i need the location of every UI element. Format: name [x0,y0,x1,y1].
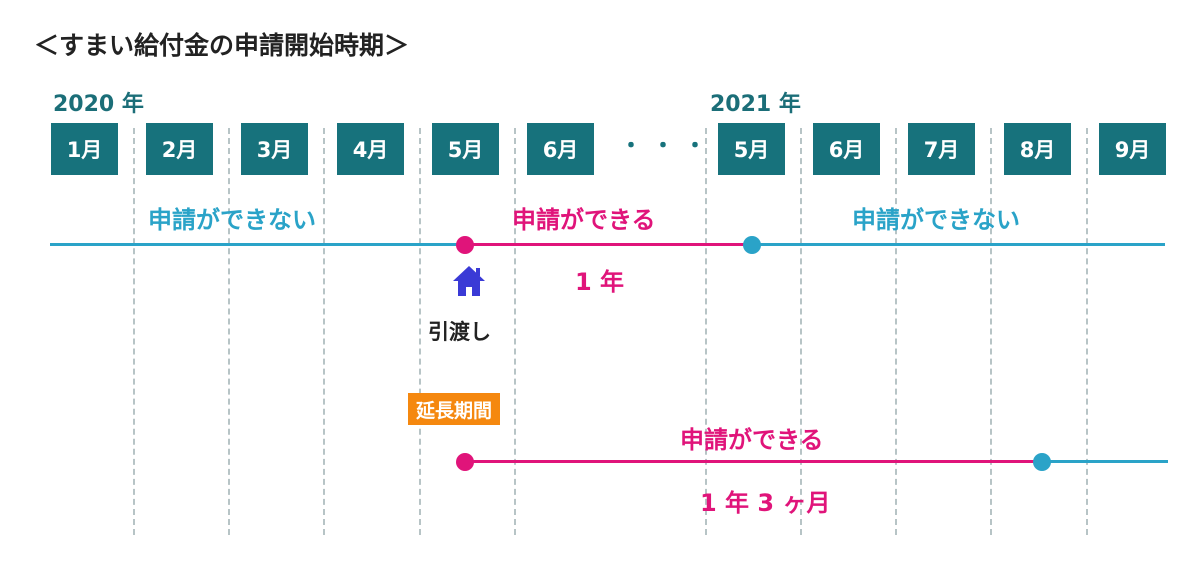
month-divider [1086,128,1088,535]
not-applicable-label-after: 申請ができない [852,206,1020,234]
month-box-2020-06: 6月 [527,123,594,175]
month-divider [990,128,992,535]
month-divider [800,128,802,535]
timeline-segment-not-applicable [50,243,466,246]
month-box-2021-09: 9月 [1099,123,1166,175]
month-divider [514,128,516,535]
extended-segment-applicable [466,460,1043,463]
applicable-label: 申請ができる [512,206,656,234]
extension-period-badge: 延長期間 [408,393,501,425]
diagram-title: ＜すまい給付金の申請開始時期＞ [34,31,410,60]
month-divider [133,128,135,535]
extended-end-dot [1033,453,1051,471]
month-box-2020-05: 5月 [432,123,499,175]
timeline-segment-not-applicable [753,243,1165,246]
year-label-2021: 2021 年 [710,92,801,117]
month-divider [323,128,325,535]
timeline-start-dot [456,236,474,254]
not-applicable-label-before: 申請ができない [148,206,316,234]
month-box-2020-04: 4月 [337,123,404,175]
month-divider [705,128,707,535]
timeline-end-dot [743,236,761,254]
month-box-2020-01: 1月 [51,123,118,175]
month-box-2021-05: 5月 [718,123,785,175]
extended-applicable-label: 申請ができる [680,426,824,454]
month-box-2021-08: 8月 [1004,123,1071,175]
month-divider [228,128,230,535]
extended-start-dot [456,453,474,471]
month-box-2020-03: 3月 [241,123,308,175]
month-box-2020-02: 2月 [146,123,213,175]
month-divider [419,128,421,535]
period-duration-label: 1 年 [575,268,625,296]
month-ellipsis: ・・・ [620,134,717,159]
month-box-2021-07: 7月 [908,123,975,175]
timeline-segment-applicable [466,243,753,246]
year-label-2020: 2020 年 [53,92,144,117]
handover-label: 引渡し [428,320,491,344]
extended-duration-label: 1 年 3 ヶ月 [700,489,831,517]
month-box-2021-06: 6月 [813,123,880,175]
house-icon [453,266,485,296]
extended-segment-not-applicable [1043,460,1168,463]
month-divider [895,128,897,535]
